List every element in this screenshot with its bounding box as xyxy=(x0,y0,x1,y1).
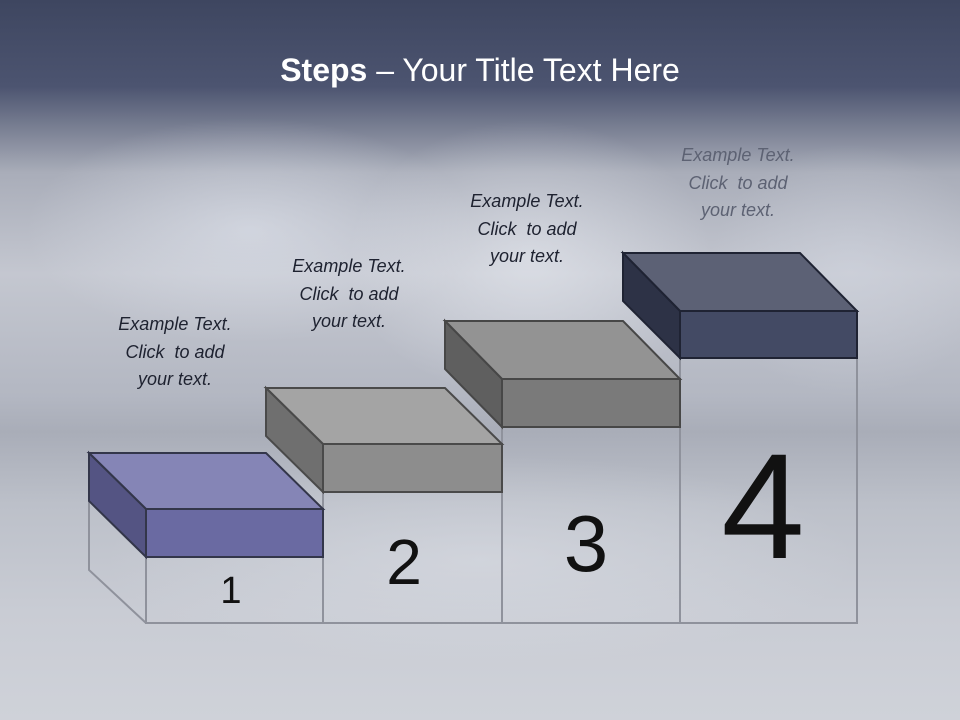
step-4-block[interactable] xyxy=(620,250,860,361)
step-1-number: 1 xyxy=(220,570,241,612)
caption-line: Example Text. xyxy=(118,314,232,334)
caption-line: your text. xyxy=(311,311,387,331)
step-3-block-front xyxy=(501,378,681,428)
step-2-number: 2 xyxy=(386,526,422,598)
step-1-block-front xyxy=(145,508,324,558)
caption-line: Example Text. xyxy=(470,191,584,211)
caption-line: your text. xyxy=(700,200,776,220)
slide-title-rest: – Your Title Text Here xyxy=(367,52,680,88)
caption-line: Click to add xyxy=(299,283,399,304)
caption-line: Example Text. xyxy=(681,145,795,165)
caption-line: Click to add xyxy=(125,341,225,362)
step-4-caption[interactable]: Example Text. Click to add your text. xyxy=(653,142,823,225)
step-1-caption[interactable]: Example Text. Click to add your text. xyxy=(90,311,260,394)
step-1-block[interactable] xyxy=(86,450,326,560)
caption-line: Example Text. xyxy=(292,256,406,276)
slide-title[interactable]: Steps – Your Title Text Here xyxy=(0,52,960,89)
step-3-number: 3 xyxy=(564,499,609,588)
caption-line: your text. xyxy=(489,246,565,266)
step-2-block-front xyxy=(322,443,503,493)
caption-line: Click to add xyxy=(688,172,788,193)
step-3-caption[interactable]: Example Text. Click to add your text. xyxy=(442,188,612,271)
step-2-caption[interactable]: Example Text. Click to add your text. xyxy=(264,253,434,336)
step-3-block[interactable] xyxy=(442,318,683,430)
step-4-number: 4 xyxy=(721,422,804,590)
step-4-block-front xyxy=(679,310,858,359)
caption-line: your text. xyxy=(137,369,213,389)
step-2-block[interactable] xyxy=(263,385,505,495)
caption-line: Click to add xyxy=(477,218,577,239)
slide-title-bold: Steps xyxy=(280,52,368,88)
